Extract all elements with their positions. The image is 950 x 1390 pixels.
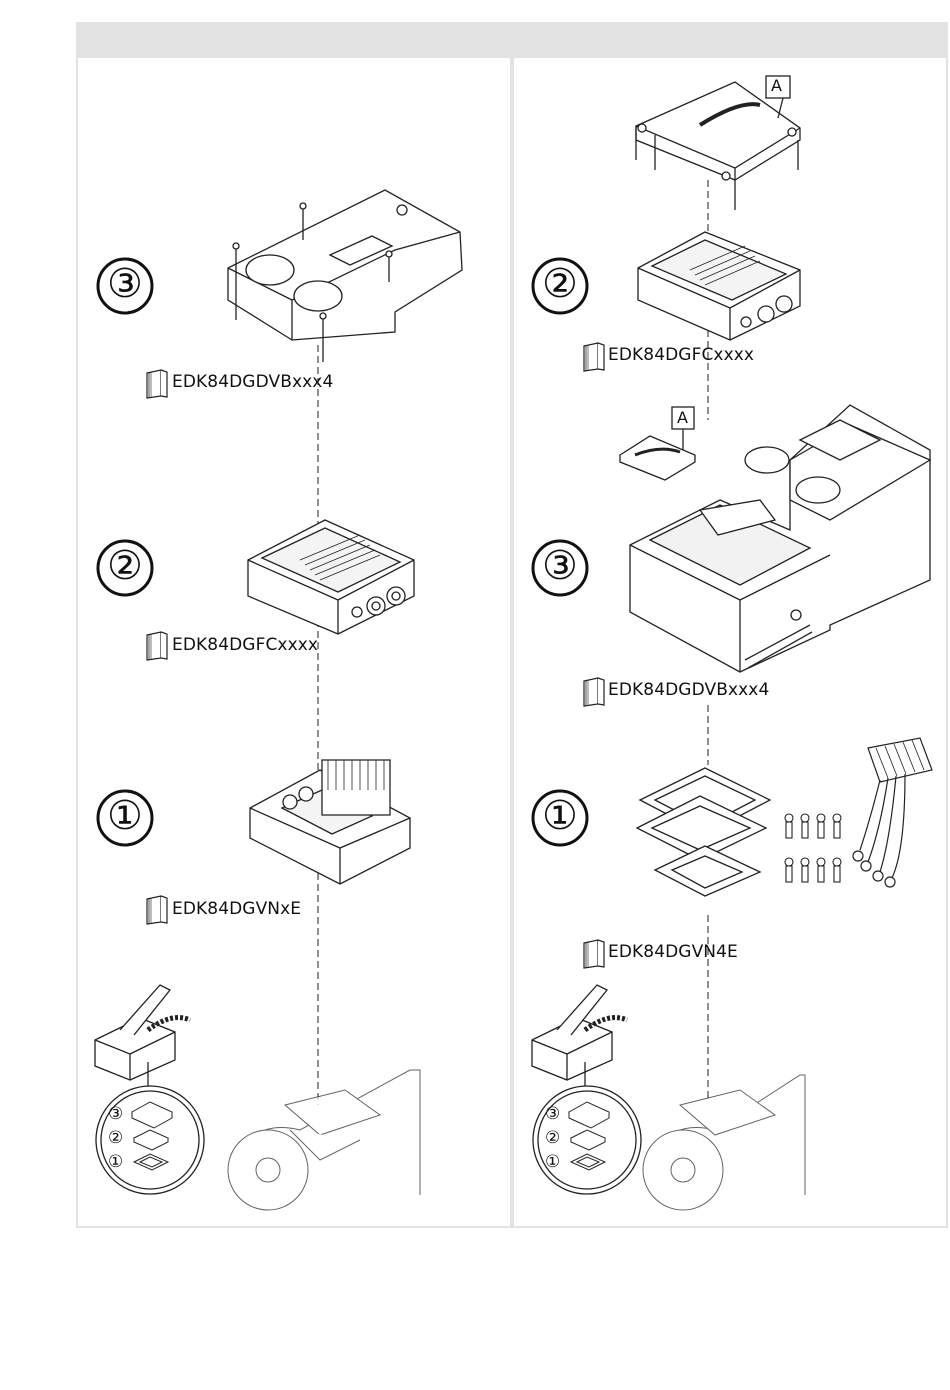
packaging-inset-drawings: [0, 0, 950, 1390]
